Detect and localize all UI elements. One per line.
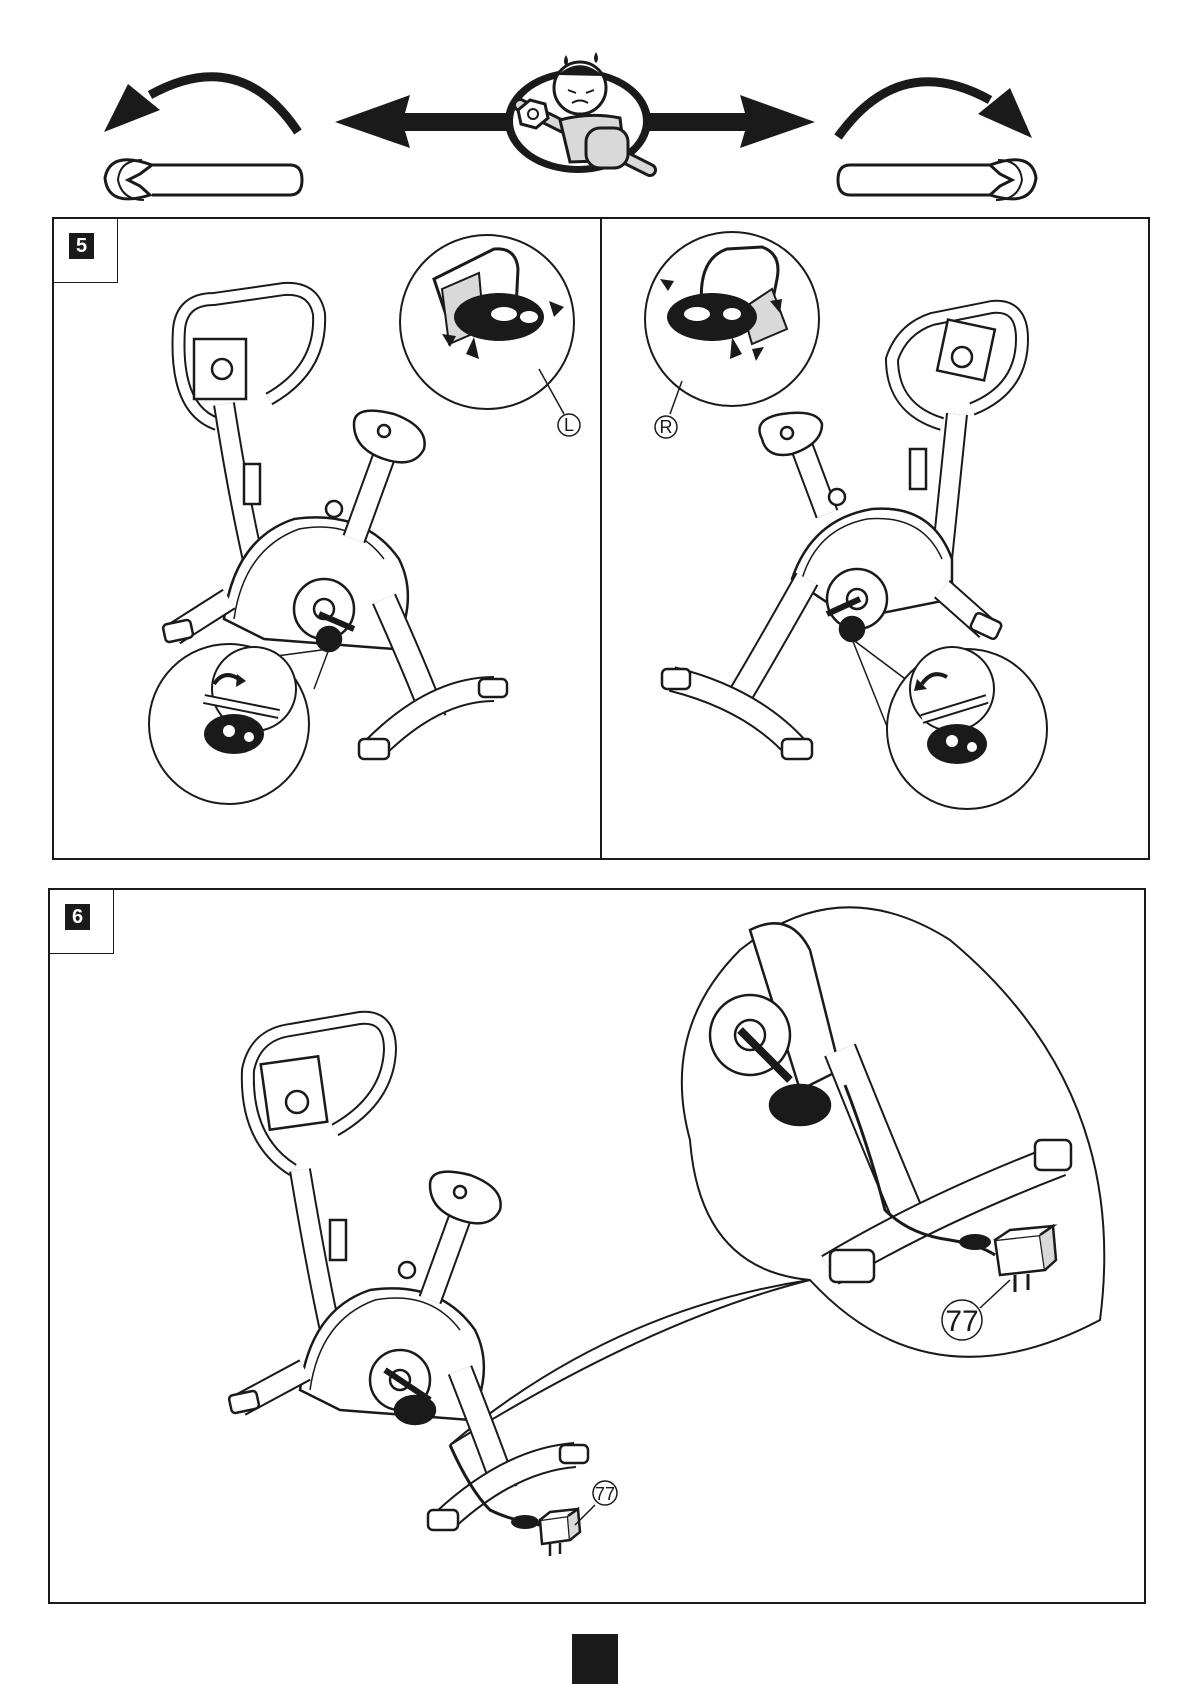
curved-arrow-left-icon	[104, 77, 298, 132]
adapter-label-zoom: 77	[945, 1305, 978, 1338]
pedal-label-left: L	[564, 415, 574, 435]
pedal-zoom-left: L	[400, 235, 580, 436]
crank-zoom-right	[852, 639, 1047, 809]
step-5-panel: 5 L	[52, 217, 1150, 860]
left-pedal-illustration: L	[54, 219, 600, 859]
crank-zoom-left	[149, 644, 329, 804]
wrench-right-icon	[838, 160, 1036, 200]
power-adapter-illustration: 77	[50, 890, 1144, 1602]
exercise-bike-main	[228, 1018, 588, 1530]
adapter-zoom-bubble: 77	[450, 907, 1104, 1445]
mascot-wrench-person-icon	[505, 52, 651, 173]
right-pedal-illustration: R	[602, 219, 1148, 859]
wrench-left-icon	[105, 160, 302, 200]
pedal-label-right: R	[660, 417, 673, 437]
tightening-direction-banner	[0, 0, 1191, 215]
step-6-panel: 6	[48, 888, 1146, 1604]
pedal-zoom-right: R	[645, 232, 819, 438]
curved-arrow-right-icon	[838, 82, 1032, 138]
page-number-block	[572, 1634, 618, 1684]
adapter-label-main: 77	[595, 1484, 615, 1504]
power-adapter-icon	[540, 1509, 580, 1556]
